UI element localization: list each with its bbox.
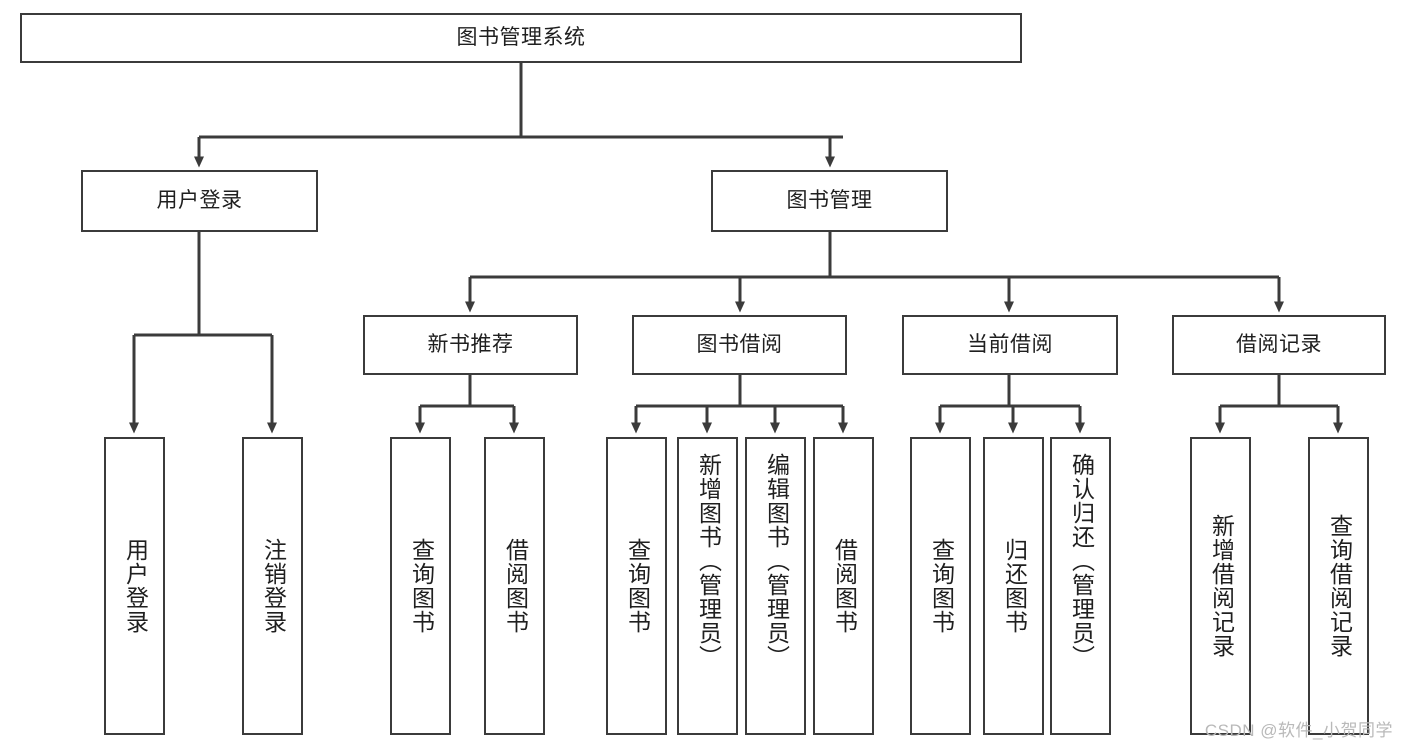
node-leaf-borrow-book[interactable]: 借阅图书 xyxy=(813,437,874,735)
node-current-borrow-label: 当前借阅 xyxy=(967,332,1053,356)
node-leaf-query-book-rec[interactable]: 查询图书 xyxy=(390,437,451,735)
node-leaf-borrow-book-rec-label: 借阅图书 xyxy=(502,538,529,634)
node-leaf-user-login[interactable]: 用户登录 xyxy=(104,437,165,735)
watermark: CSDN @软件_小贺同学 xyxy=(1204,721,1393,740)
node-leaf-query-book-borrow[interactable]: 查询图书 xyxy=(606,437,667,735)
node-leaf-query-book-borrow-label: 查询图书 xyxy=(624,538,651,634)
node-leaf-add-book-label: 新增图书（管理员） xyxy=(695,453,722,669)
node-leaf-add-book[interactable]: 新增图书（管理员） xyxy=(677,437,738,735)
node-user-login[interactable]: 用户登录 xyxy=(81,170,318,232)
node-leaf-return-book-label: 归还图书 xyxy=(1001,538,1028,634)
node-root-label: 图书管理系统 xyxy=(456,25,586,49)
node-leaf-logout-label: 注销登录 xyxy=(260,538,287,634)
node-user-login-label: 用户登录 xyxy=(156,188,243,212)
node-leaf-query-book-rec-label: 查询图书 xyxy=(408,538,435,634)
node-leaf-edit-book[interactable]: 编辑图书（管理员） xyxy=(745,437,806,735)
node-leaf-return-book[interactable]: 归还图书 xyxy=(983,437,1044,735)
node-borrow-records[interactable]: 借阅记录 xyxy=(1172,315,1386,375)
node-leaf-borrow-book-label: 借阅图书 xyxy=(831,538,858,634)
node-book-borrow-label: 图书借阅 xyxy=(696,332,783,356)
node-book-management-label: 图书管理 xyxy=(786,188,873,212)
node-book-management[interactable]: 图书管理 xyxy=(711,170,948,232)
node-current-borrow[interactable]: 当前借阅 xyxy=(902,315,1118,375)
node-leaf-confirm-return-label: 确认归还（管理员） xyxy=(1068,453,1095,669)
node-leaf-query-record-label: 查询借阅记录 xyxy=(1326,514,1353,658)
node-leaf-add-record[interactable]: 新增借阅记录 xyxy=(1190,437,1251,735)
node-new-book-recommend[interactable]: 新书推荐 xyxy=(363,315,578,375)
node-leaf-borrow-book-rec[interactable]: 借阅图书 xyxy=(484,437,545,735)
node-leaf-add-record-label: 新增借阅记录 xyxy=(1208,514,1235,658)
node-leaf-confirm-return[interactable]: 确认归还（管理员） xyxy=(1050,437,1111,735)
node-new-book-recommend-label: 新书推荐 xyxy=(427,332,514,356)
node-leaf-query-book-current-label: 查询图书 xyxy=(928,538,955,634)
node-borrow-records-label: 借阅记录 xyxy=(1236,332,1322,356)
node-root[interactable]: 图书管理系统 xyxy=(20,13,1022,63)
node-leaf-query-book-current[interactable]: 查询图书 xyxy=(910,437,971,735)
node-leaf-user-login-label: 用户登录 xyxy=(122,538,149,634)
node-leaf-query-record[interactable]: 查询借阅记录 xyxy=(1308,437,1369,735)
node-book-borrow[interactable]: 图书借阅 xyxy=(632,315,847,375)
node-leaf-edit-book-label: 编辑图书（管理员） xyxy=(763,453,790,669)
node-leaf-logout[interactable]: 注销登录 xyxy=(242,437,303,735)
